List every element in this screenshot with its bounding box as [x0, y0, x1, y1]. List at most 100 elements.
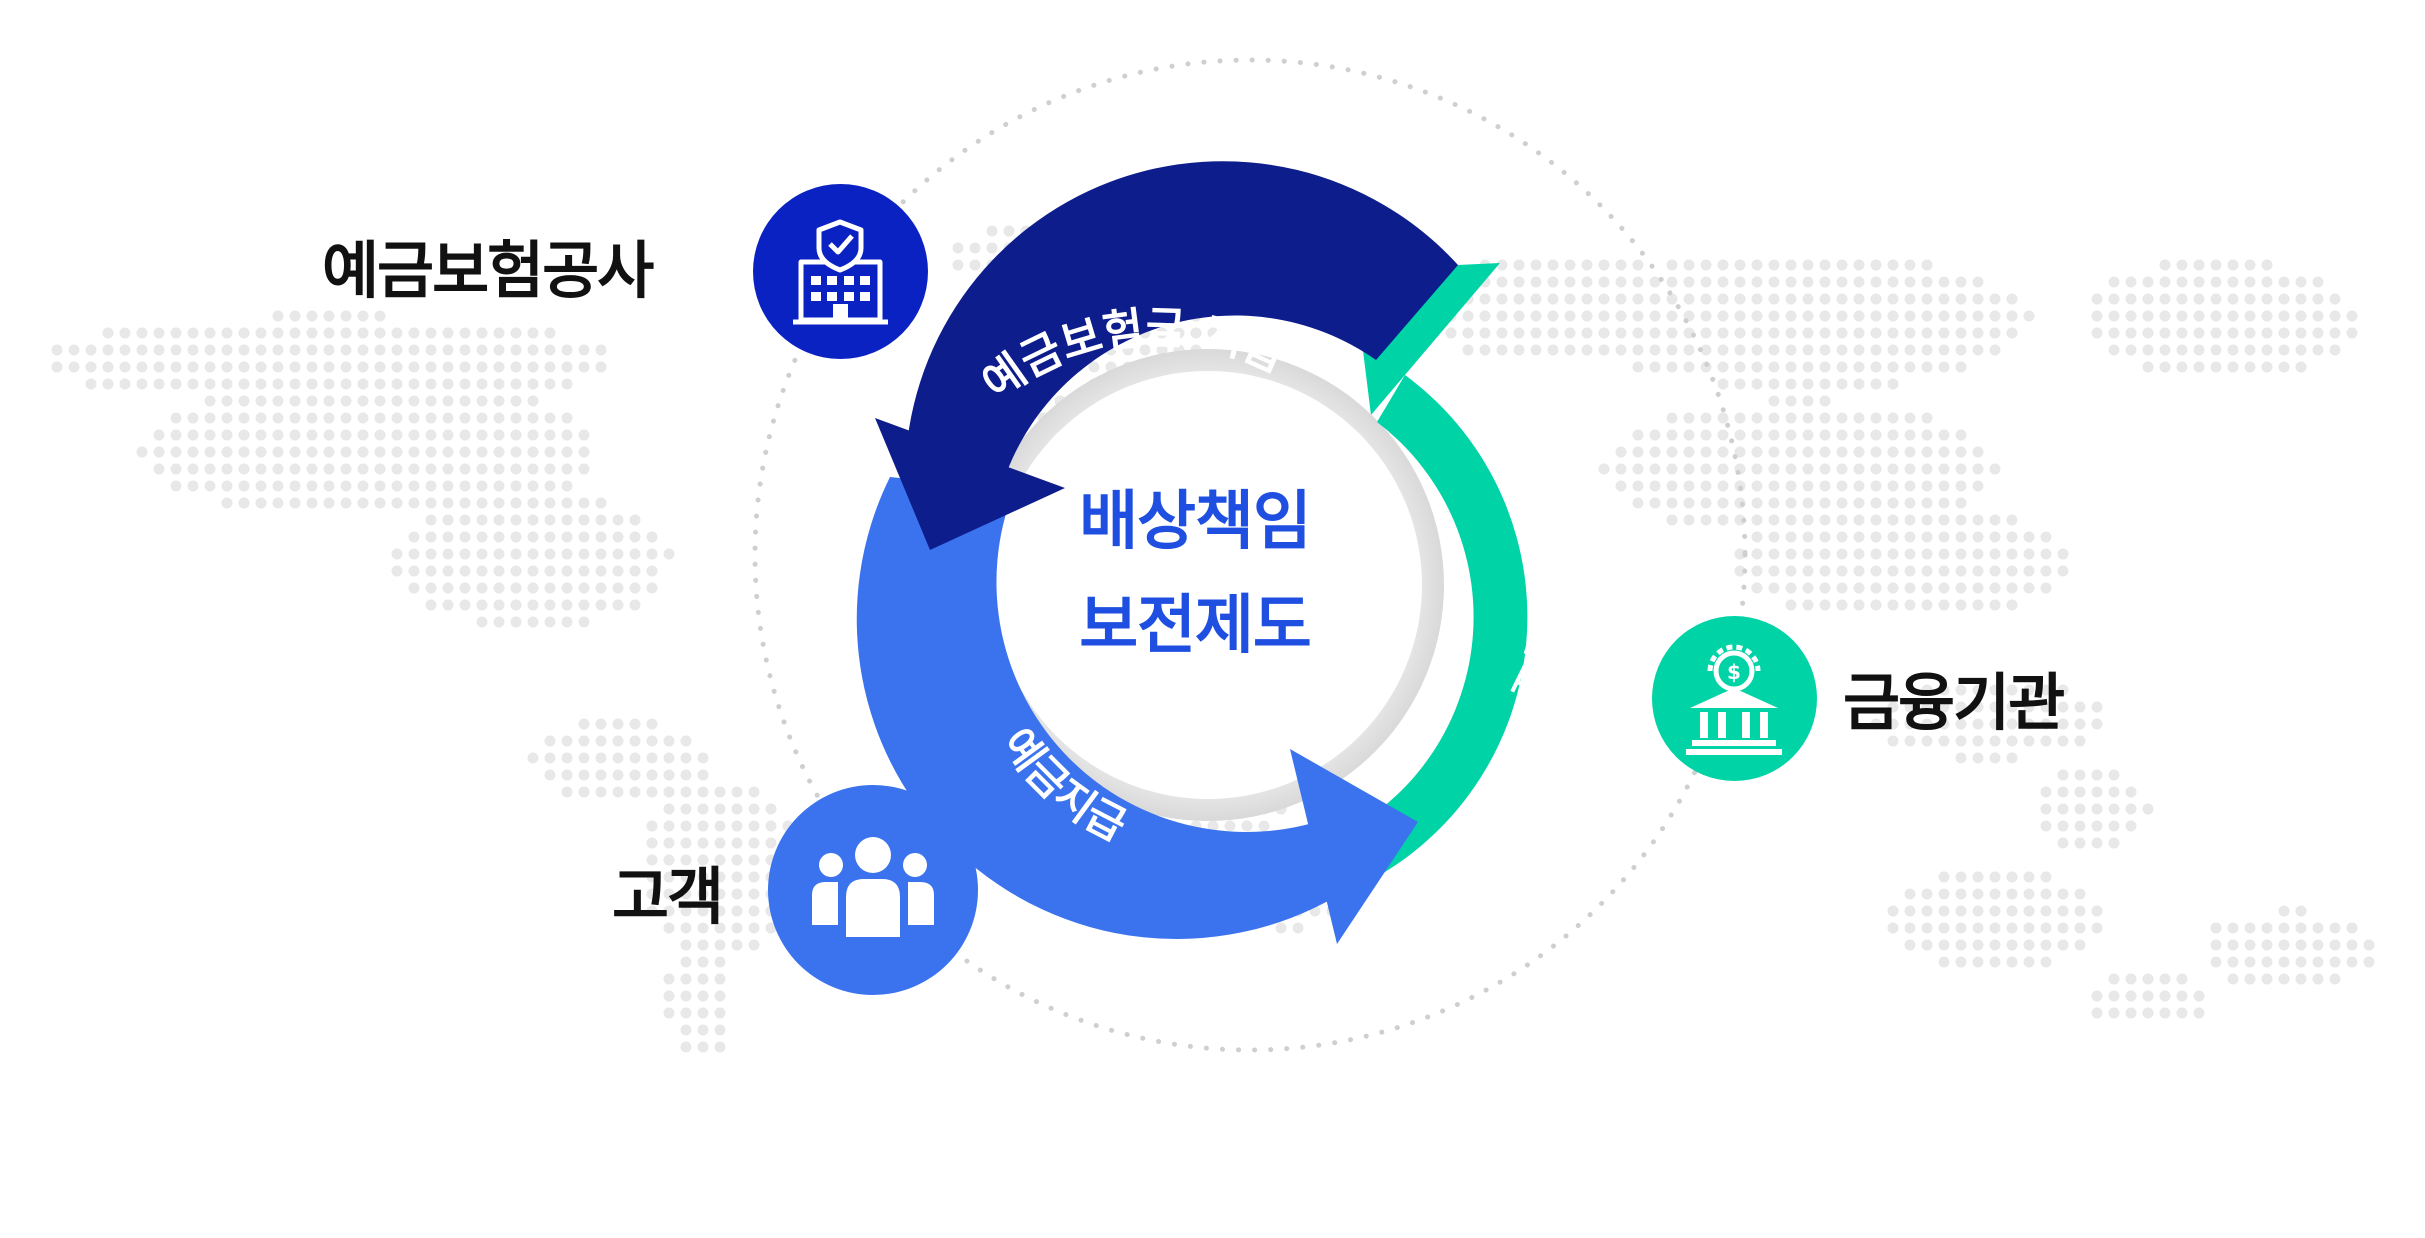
map-dot: [544, 429, 556, 441]
map-dot: [442, 599, 454, 611]
map-dot: [442, 446, 454, 458]
map-dot: [1921, 463, 1933, 475]
map-dot: [1904, 922, 1916, 934]
map-dot: [2006, 548, 2018, 560]
map-dot: [2227, 939, 2239, 951]
map-dot: [2346, 922, 2358, 934]
map-dot: [1700, 344, 1712, 356]
map-dot: [2227, 956, 2239, 968]
map-dot: [1734, 344, 1746, 356]
map-dot: [221, 412, 233, 424]
map-dot: [2261, 259, 2273, 271]
map-dot: [2193, 1007, 2205, 1019]
map-dot: [646, 565, 658, 577]
map-dot: [102, 327, 114, 339]
map-dot: [1853, 565, 1865, 577]
map-dot: [2074, 786, 2086, 798]
map-dot: [1632, 310, 1644, 322]
map-dot: [2125, 820, 2137, 832]
map-dot: [748, 820, 760, 832]
map-dot: [1802, 412, 1814, 424]
map-dot: [1938, 582, 1950, 594]
map-dot: [1598, 276, 1610, 288]
map-dot: [289, 497, 301, 509]
map-dot: [1751, 582, 1763, 594]
map-dot: [697, 820, 709, 832]
map-dot: [442, 514, 454, 526]
map-dot: [476, 514, 488, 526]
map-dot: [1751, 480, 1763, 492]
map-dot: [238, 344, 250, 356]
map-dot: [1190, 327, 1202, 339]
map-dot: [748, 922, 760, 934]
map-dot: [493, 599, 505, 611]
map-dot: [578, 429, 590, 441]
map-dot: [1751, 514, 1763, 526]
map-dot: [510, 446, 522, 458]
map-dot: [2295, 956, 2307, 968]
map-dot: [1649, 327, 1661, 339]
map-dot: [2108, 973, 2120, 985]
map-dot: [2142, 344, 2154, 356]
map-dot: [289, 480, 301, 492]
map-dot: [731, 939, 743, 951]
map-dot: [697, 990, 709, 1002]
map-dot: [153, 327, 165, 339]
map-dot: [714, 803, 726, 815]
map-dot: [612, 514, 624, 526]
map-dot: [986, 225, 998, 237]
map-dot: [1717, 412, 1729, 424]
map-dot: [527, 446, 539, 458]
map-dot: [561, 480, 573, 492]
map-dot: [1734, 565, 1746, 577]
map-dot: [1955, 327, 1967, 339]
map-dot: [544, 378, 556, 390]
map-dot: [1972, 531, 1984, 543]
map-dot: [85, 361, 97, 373]
map-dot: [289, 412, 301, 424]
map-dot: [2227, 293, 2239, 305]
map-dot: [68, 344, 80, 356]
map-dot: [2125, 276, 2137, 288]
map-dot: [1938, 531, 1950, 543]
map-dot: [680, 922, 692, 934]
map-dot: [2176, 293, 2188, 305]
map-dot: [187, 446, 199, 458]
map-dot: [2193, 293, 2205, 305]
map-dot: [2006, 735, 2018, 747]
map-dot: [578, 769, 590, 781]
map-dot: [578, 616, 590, 628]
map-dot: [1717, 361, 1729, 373]
map-dot: [680, 905, 692, 917]
map-dot: [646, 837, 658, 849]
map-dot: [425, 599, 437, 611]
map-dot: [442, 463, 454, 475]
map-dot: [663, 990, 675, 1002]
map-dot: [153, 378, 165, 390]
map-dot: [1887, 701, 1899, 713]
map-dot: [2278, 276, 2290, 288]
map-dot: [697, 1007, 709, 1019]
map-dot: [85, 378, 97, 390]
map-dot: [2040, 582, 2052, 594]
map-dot: [1785, 293, 1797, 305]
map-dot: [1904, 276, 1916, 288]
map-dot: [391, 565, 403, 577]
map-dot: [2040, 735, 2052, 747]
map-dot: [221, 327, 233, 339]
map-dot: [1938, 463, 1950, 475]
map-dot: [2023, 684, 2035, 696]
map-dot: [2057, 718, 2069, 730]
map-dot: [2057, 735, 2069, 747]
map-dot: [289, 310, 301, 322]
map-dot: [459, 361, 471, 373]
map-dot: [1938, 429, 1950, 441]
map-dot: [2193, 327, 2205, 339]
map-dot: [612, 582, 624, 594]
map-dot: [374, 378, 386, 390]
map-dot: [697, 973, 709, 985]
map-dot: [1870, 514, 1882, 526]
map-dot: [1666, 259, 1678, 271]
map-dot: [1904, 599, 1916, 611]
